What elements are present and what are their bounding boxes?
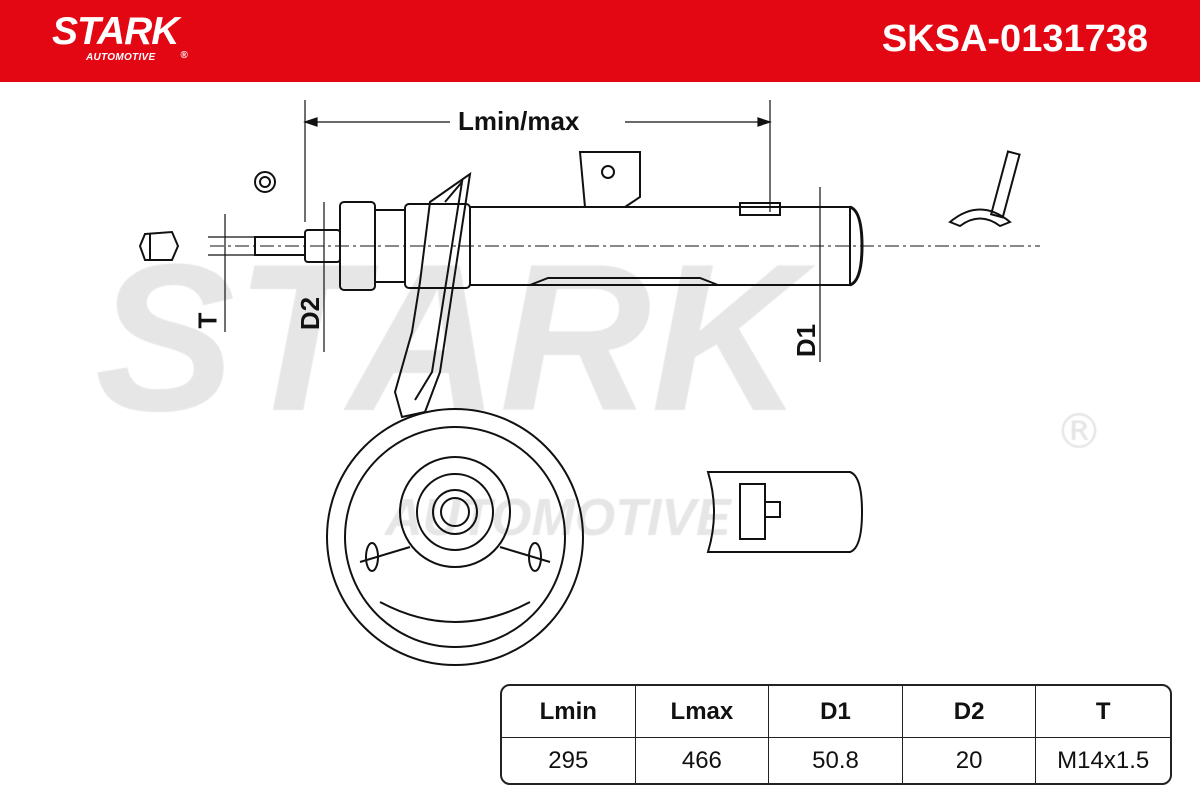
value-t: M14x1.5 bbox=[1057, 746, 1150, 774]
header-lmax: Lmax bbox=[635, 686, 770, 738]
detail-view bbox=[706, 471, 864, 553]
header-d2: D2 bbox=[902, 686, 1037, 738]
d1-label: D1 bbox=[791, 323, 822, 358]
shock-absorber-drawing bbox=[138, 100, 1040, 666]
table-row: 295 466 50.8 20 M14x1.5 bbox=[502, 738, 1170, 783]
t-label: T bbox=[192, 312, 223, 329]
stark-logo: STARK® AUTOMOTIVE bbox=[52, 10, 188, 64]
bottom-view bbox=[326, 408, 584, 666]
table-header-row: Lmin Lmax D1 D2 T bbox=[502, 686, 1170, 738]
strut-body bbox=[254, 151, 864, 419]
nut bbox=[138, 230, 180, 261]
header-lmin: Lmin bbox=[502, 686, 636, 738]
part-number: SKSA-0131738 bbox=[881, 18, 1148, 60]
washer bbox=[254, 171, 276, 193]
length-dimension bbox=[303, 100, 772, 222]
logo-brand: STARK bbox=[52, 10, 179, 53]
value-d2: 20 bbox=[903, 738, 1037, 783]
logo-registered: ® bbox=[180, 50, 187, 61]
value-lmax: 466 bbox=[636, 738, 770, 783]
value-d1: 50.8 bbox=[769, 738, 903, 783]
header-d1: D1 bbox=[769, 686, 903, 738]
header-bar: STARK® AUTOMOTIVE SKSA-0131738 bbox=[0, 0, 1200, 82]
value-lmin: 295 bbox=[502, 738, 636, 783]
logo-sub: AUTOMOTIVE bbox=[86, 52, 156, 63]
diameter-dimensions bbox=[208, 187, 821, 362]
header-t: T bbox=[1036, 686, 1170, 738]
top-mount bbox=[948, 150, 1021, 228]
length-label: Lmin/max bbox=[458, 106, 580, 136]
d2-label: D2 bbox=[295, 296, 326, 331]
spec-table: Lmin Lmax D1 D2 T 295 466 50.8 20 M14x1.… bbox=[500, 684, 1172, 785]
